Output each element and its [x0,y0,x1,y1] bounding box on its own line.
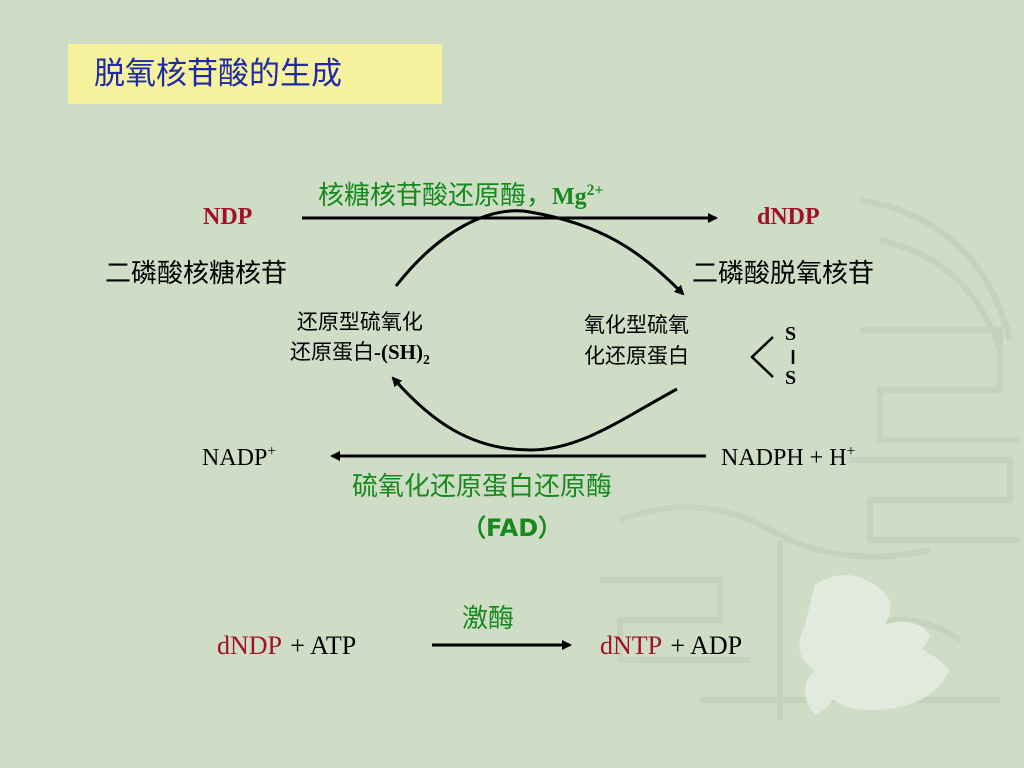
oxidized-thioredoxin-label: 氧化型硫氧 化还原蛋白 [584,310,689,372]
disulfide-s-bottom: S [785,367,797,389]
reduced-thioredoxin-formula: -(SH)2 [374,340,430,368]
nadp-charge: + [267,443,277,460]
kinase-reactants: dNDP + ATP [217,631,356,661]
fad-label: （FAD） [462,514,563,542]
cofactor-charge: 2+ [586,182,604,199]
oxidized-thioredoxin-line2: 化还原蛋白 [584,344,689,368]
dntp-product: dNTP [600,631,663,660]
nadp-label: NADP+ [202,443,276,472]
disulfide-bracket [750,336,774,378]
dragon-emblem [799,575,950,715]
oxidized-thioredoxin-line1: 氧化型硫氧 [584,313,689,337]
nadp-text: NADP [202,445,268,471]
nadph-text: NADPH + H [721,445,847,471]
cofactor: Mg2+ [552,182,604,210]
sh-group: -(SH) [374,340,423,364]
ndp-name: 二磷酸核糖核苷 [105,259,288,289]
ribonucleotide-reductase-label: 核糖核苷酸还原酶，Mg2+ [318,175,603,212]
thioredoxin-reductase-label: 硫氧化还原蛋白还原酶 [352,472,613,502]
reduced-thioredoxin-line1: 还原型硫氧化 [296,310,423,334]
ndp-label: NDP [203,204,253,230]
kinase-products: dNTP + ADP [600,631,742,661]
kinase-label: 激酶 [462,604,515,634]
lower-curve-arrow [391,376,678,452]
adp-product: + ADP [670,631,743,660]
nadph-label: NADPH + H+ [721,443,855,472]
dndp-reactant: dNDP [217,631,283,660]
enzyme-name: 核糖核苷酸还原酶， [318,181,553,211]
reduced-thioredoxin-line2: 还原蛋白-(SH)2 [290,337,430,375]
atp-reactant: + ATP [290,631,357,660]
dndp-name: 二磷酸脱氧核苷 [692,259,875,289]
nadph-charge: + [846,443,856,460]
disulfide-s-top: S [785,323,797,345]
slide-title: 脱氧核苷酸的生成 [68,44,442,104]
dndp-label: dNDP [757,204,820,230]
reduced-thioredoxin-label: 还原型硫氧化 还原蛋白-(SH)2 [290,307,430,375]
upper-curve-arrow [394,209,685,296]
reduced-thioredoxin-name: 还原蛋白 [290,340,374,364]
sh-subscript: 2 [423,352,430,368]
cofactor-symbol: Mg [552,184,587,210]
